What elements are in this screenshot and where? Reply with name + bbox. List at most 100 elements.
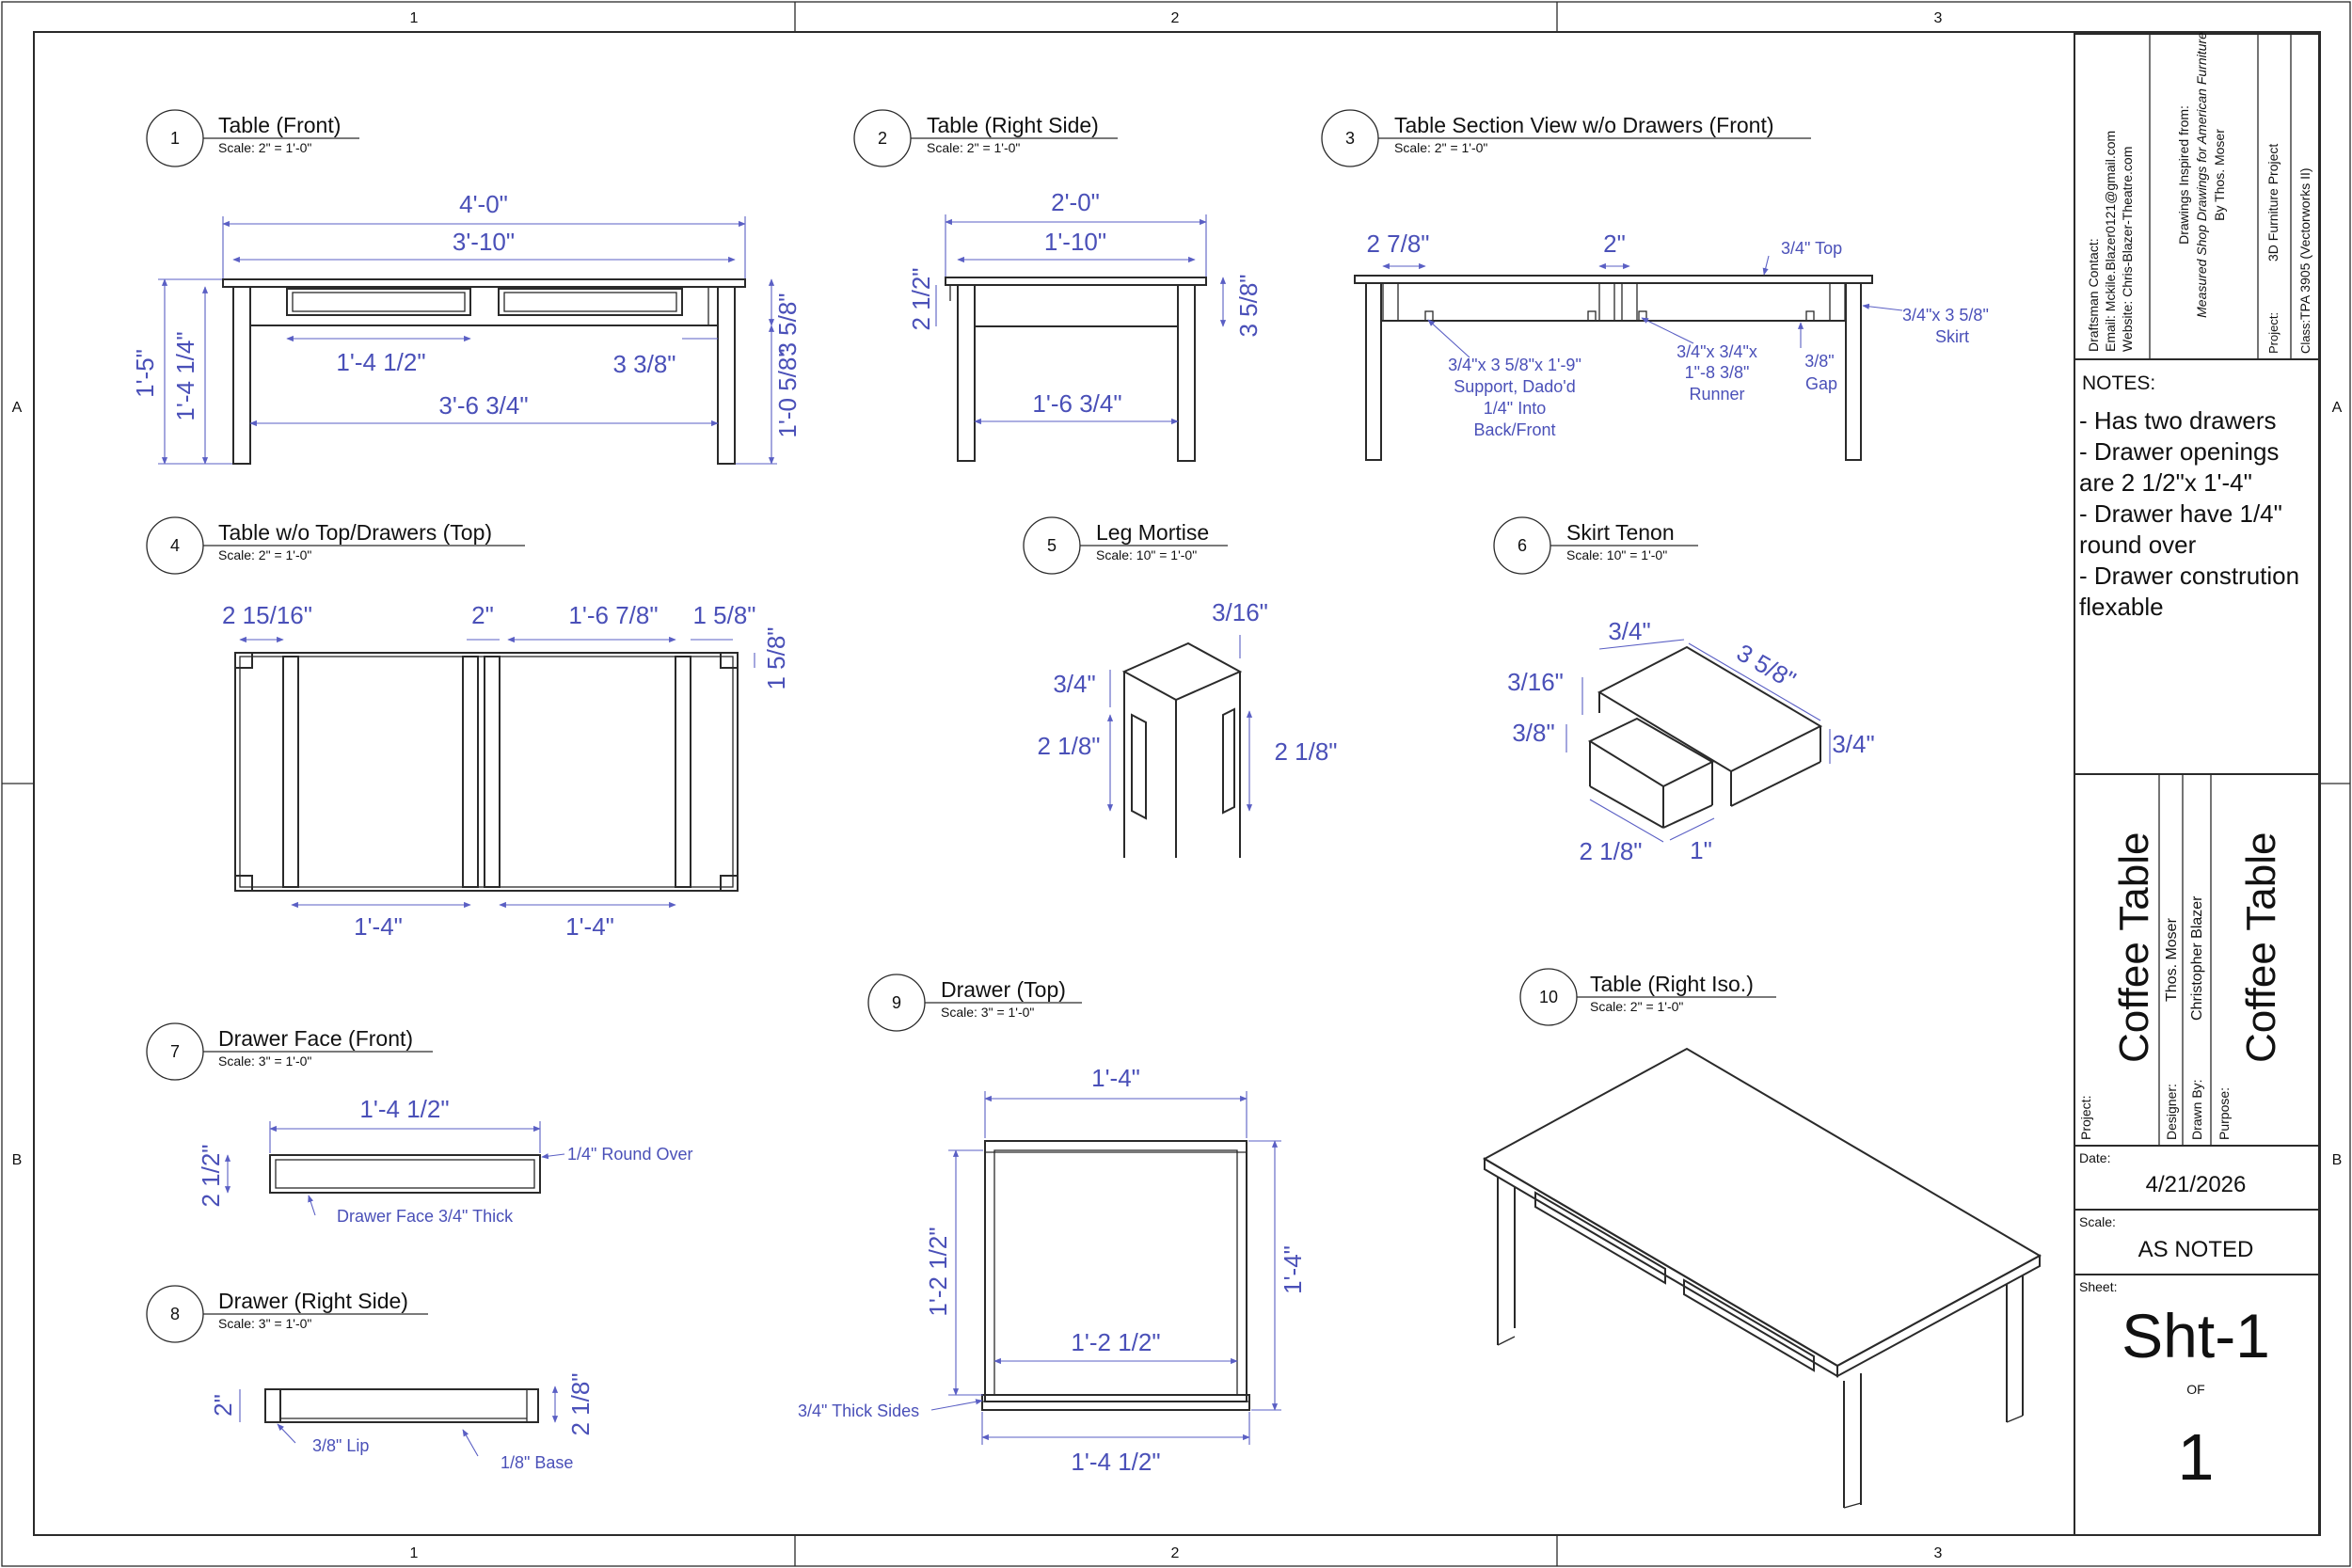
zone-labels: 1 2 3 1 2 3 A B A B	[12, 10, 2343, 1561]
dim-label: 3/4"	[1053, 670, 1095, 698]
zone-top-2: 2	[1171, 10, 1180, 26]
dim-label: 1 5/8"	[692, 601, 755, 629]
note-line: - Drawer constrution	[2079, 562, 2299, 590]
view-label-3: 3 Table Section View w/o Drawers (Front)…	[1321, 109, 1811, 167]
view-label-6: 6 Skirt Tenon Scale: 10" = 1'-0"	[1493, 516, 1698, 575]
dim-label: Back/Front	[1473, 420, 1555, 439]
date-value: 4/21/2026	[2146, 1172, 2247, 1197]
view-number: 4	[170, 536, 180, 555]
drawn-value: Christopher Blazer	[2189, 895, 2205, 1021]
dim-label: 1'-10"	[1044, 228, 1106, 256]
dim-label: 2 1/8"	[566, 1372, 595, 1435]
dim-label: 2 15/16"	[222, 601, 312, 629]
note-line: - Has two drawers	[2079, 406, 2277, 435]
view-scale: Scale: 10" = 1'-0"	[1566, 547, 1667, 562]
zone-left-a: A	[12, 400, 23, 416]
dim-label: Runner	[1689, 385, 1744, 404]
note-line: flexable	[2079, 593, 2164, 621]
sheet-label: Sheet:	[2079, 1279, 2117, 1294]
sheet-of: OF	[2186, 1382, 2204, 1397]
zone-bottom-2: 2	[1171, 1545, 1180, 1561]
title-block-project-class: Project: 3D Furniture Project Class: TPA…	[2265, 144, 2312, 354]
note-line: - Drawer openings	[2079, 437, 2279, 466]
view-number: 2	[878, 129, 887, 148]
view-label-5: 5 Leg Mortise Scale: 10" = 1'-0"	[1023, 516, 1228, 575]
dim-label: 1"	[1690, 836, 1712, 864]
purpose-value: Coffee Table	[2238, 832, 2284, 1063]
zone-top-1: 1	[410, 10, 419, 26]
dim-label: 3 3/8"	[612, 350, 675, 378]
dim-label: 1'-6 3/4"	[1032, 389, 1121, 418]
dim-label: 2 1/2"	[907, 267, 935, 330]
dim-label: 1/8" Base	[501, 1453, 573, 1472]
dim-label: 2"	[1603, 230, 1626, 258]
dim-label: 2 1/8"	[1274, 737, 1337, 766]
dim-label: 1'-5"	[131, 349, 159, 398]
view3-section-view	[1354, 275, 1873, 461]
scale-value: AS NOTED	[2138, 1237, 2254, 1262]
title-block-inspired: Drawings Inspired from: Measured Shop Dr…	[2176, 32, 2227, 318]
dim-label: Drawer Face 3/4" Thick	[337, 1207, 514, 1226]
view-label-9: 9 Drawer (Top) Scale: 3" = 1'-0"	[867, 974, 1082, 1032]
view10-table-iso	[1482, 1047, 2042, 1509]
big-project-label: Project:	[2078, 1096, 2093, 1140]
view-title: Table w/o Top/Drawers (Top)	[218, 520, 492, 545]
view6-skirt-tenon	[1587, 645, 1823, 829]
view5-leg-mortise	[1121, 641, 1243, 858]
view-number: 1	[170, 129, 180, 148]
view9-drawer-top	[981, 1140, 1250, 1411]
inspired-line: Measured Shop Drawings for American Furn…	[2194, 32, 2209, 318]
view-scale: Scale: 2" = 1'-0"	[218, 547, 311, 562]
view-number: 5	[1047, 536, 1057, 555]
inspired-line: By Thos. Moser	[2212, 129, 2227, 221]
view-title: Table Section View w/o Drawers (Front)	[1394, 113, 1774, 137]
dim-label: 3/8"	[1804, 352, 1834, 371]
dim-label: 3/4"x 3/4"x	[1677, 342, 1757, 361]
zone-right-b: B	[2332, 1152, 2343, 1168]
date-scale-sheet: Date: 4/21/2026 Scale: AS NOTED Sheet: S…	[2079, 1150, 2270, 1494]
drawn-label: Drawn By:	[2189, 1079, 2204, 1140]
dim-label: 3/8"	[1512, 719, 1554, 747]
dim-label: 1'-4"	[565, 912, 614, 941]
dim-label: 3/4"x 3 5/8"	[1902, 306, 1989, 325]
view7-dimensions: 1'-4 1/2" 2 1/2" 1/4" Round Over Drawer …	[197, 1095, 692, 1226]
view-title: Table (Right Iso.)	[1590, 972, 1754, 996]
view-title: Drawer Face (Front)	[218, 1026, 413, 1051]
view1-table-front	[222, 278, 746, 465]
sheet-value: Sht-1	[2122, 1301, 2270, 1370]
view-scale: Scale: 2" = 1'-0"	[1394, 140, 1487, 155]
view-title: Table (Front)	[218, 113, 341, 137]
view-scale: Scale: 3" = 1'-0"	[218, 1316, 311, 1331]
view-title: Drawer (Right Side)	[218, 1289, 408, 1313]
sheet-total: 1	[2178, 1420, 2215, 1494]
dim-label: 3 5/8"	[773, 293, 802, 356]
project-value: 3D Furniture Project	[2265, 144, 2280, 261]
dim-label: 1'-2 1/2"	[1071, 1328, 1160, 1356]
dim-label: 1'-4 1/4"	[171, 331, 199, 420]
note-line: - Drawer have 1/4"	[2079, 499, 2282, 528]
zone-bottom-3: 3	[1934, 1545, 1943, 1561]
view8-drawer-right-side	[264, 1388, 539, 1423]
dim-label: 3/16"	[1212, 598, 1268, 626]
dim-label: 1/4" Round Over	[567, 1145, 692, 1164]
notes-label: NOTES:	[2082, 372, 2155, 394]
dim-label: 3/4" Top	[1781, 239, 1842, 258]
view-label-2: 2 Table (Right Side) Scale: 2" = 1'-0"	[853, 109, 1118, 167]
view-scale: Scale: 2" = 1'-0"	[1590, 999, 1683, 1014]
dim-label: 1'-4 1/2"	[1071, 1448, 1160, 1476]
big-project-value: Coffee Table	[2111, 832, 2157, 1063]
date-label: Date:	[2079, 1150, 2110, 1165]
dim-label: 3/4"	[1832, 730, 1874, 758]
view-label-1: 1 Table (Front) Scale: 2" = 1'-0"	[146, 109, 359, 167]
view-label-7: 7 Drawer Face (Front) Scale: 3" = 1'-0"	[146, 1022, 433, 1081]
dim-label: 2 7/8"	[1366, 230, 1429, 258]
view-scale: Scale: 3" = 1'-0"	[218, 1053, 311, 1069]
title-block	[2074, 33, 2320, 1536]
view9-dimensions: 1'-4" 1'-2 1/2" 1'-4" 1'-2 1/2" 3/4" Thi…	[798, 1064, 1307, 1476]
dim-label: 2"	[471, 601, 494, 629]
view8-dimensions: 2" 2 1/8" 3/8" Lip 1/8" Base	[209, 1372, 595, 1472]
dim-label: 3/4"	[1608, 617, 1650, 645]
view2-dimensions: 2'-0" 1'-10" 2 1/2" 3 5/8" 1'-6 3/4"	[907, 188, 1263, 425]
note-line: are 2 1/2"x 1'-4"	[2079, 468, 2252, 497]
dim-label: 3/4" Thick Sides	[798, 1402, 919, 1420]
